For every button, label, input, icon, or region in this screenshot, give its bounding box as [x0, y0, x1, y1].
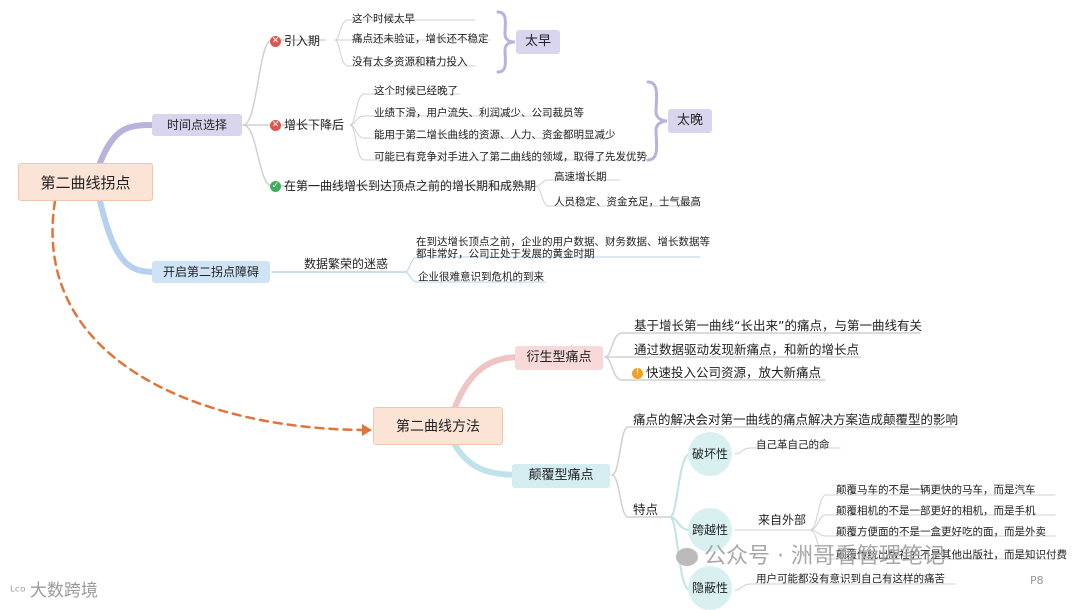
right-timing-item: 高速增长期	[554, 171, 607, 183]
right-timing-item: 人员稳定、资金充足，士气最高	[554, 196, 701, 208]
destructive-item: 自己革自己的命	[756, 439, 830, 451]
disruptive-node: 颠覆型痛点	[512, 464, 610, 488]
crossing-item: 颠覆方便面的不是一盒更好吃的面，而是外卖	[836, 526, 1046, 538]
decline-item: 这个时候已经晚了	[374, 85, 458, 97]
decline-node: ✕增长下降后	[270, 118, 345, 132]
intro-item: 痛点还未验证，增长还不稳定	[352, 33, 489, 45]
page-number: P8	[1030, 574, 1044, 587]
cross-icon: ✕	[270, 120, 281, 131]
derived-item: 通过数据驱动发现新痛点，和新的增长点	[634, 342, 860, 357]
right-timing-node: ✓在第一曲线增长到达顶点之前的增长期和成熟期	[270, 179, 537, 193]
crossing-item: 颠覆马车的不是一辆更快的马车，而是汽车	[836, 484, 1036, 496]
intro-item: 这个时候太早	[352, 13, 415, 25]
feature-node: 特点	[633, 502, 659, 517]
data-prosperity-node: 数据繁荣的迷惑	[304, 257, 389, 271]
crossing-item: 颠覆传统出版社的不是其他出版社，而是知识付费	[836, 549, 1067, 561]
root-second-curve-method: 第二曲线方法	[373, 407, 503, 445]
root-second-curve-turning-point: 第二曲线拐点	[18, 163, 153, 201]
barrier-node: 开启第二拐点障碍	[152, 261, 270, 283]
barrier-item: 都非常好，公司正处于发展的黄金时期	[416, 248, 595, 260]
warning-icon: !	[632, 368, 643, 379]
check-icon: ✓	[270, 181, 281, 192]
from-outside-node: 来自外部	[758, 513, 807, 527]
watermark-right: 公众号 · 洲哥看管理笔记	[676, 538, 945, 570]
disruptive-note: 痛点的解决会对第一曲线的痛点解决方案造成颠覆型的影响	[633, 412, 959, 427]
decline-item: 可能已有竞争对手进入了第二曲线的领域，取得了先发优势	[374, 151, 647, 163]
logo-icon: ᴸᶜᵒ	[10, 584, 26, 600]
intro-item: 没有太多资源和精力投入	[352, 56, 468, 68]
hidden-node: 隐蔽性	[688, 566, 732, 610]
barrier-item: 在到达增长顶点之前，企业的用户数据、财务数据、增长数据等	[416, 236, 710, 248]
derived-item: !快速投入公司资源，放大新痛点	[632, 365, 821, 381]
crossing-node: 跨越性	[688, 508, 732, 552]
wechat-icon	[676, 548, 698, 566]
decline-item: 业绩下滑，用户流失、利润减少、公司裁员等	[374, 107, 584, 119]
derived-node: 衍生型痛点	[515, 346, 603, 370]
timing-node: 时间点选择	[152, 114, 242, 136]
intro-node: ✕引入期	[270, 34, 321, 48]
too-late-tag: 太晚	[668, 109, 712, 133]
decline-item: 能用于第二增长曲线的资源、人力、资金都明显减少	[374, 129, 616, 141]
too-early-tag: 太早	[516, 30, 560, 54]
destructive-node: 破坏性	[688, 432, 732, 476]
crossing-item: 颠覆相机的不是一部更好的相机，而是手机	[836, 505, 1036, 517]
barrier-item: 企业很难意识到危机的到来	[418, 271, 544, 283]
hidden-item: 用户可能都没有意识到自己有这样的痛苦	[756, 573, 945, 585]
derived-item: 基于增长第一曲线“长出来”的痛点，与第一曲线有关	[634, 318, 922, 333]
cross-icon: ✕	[270, 36, 281, 47]
